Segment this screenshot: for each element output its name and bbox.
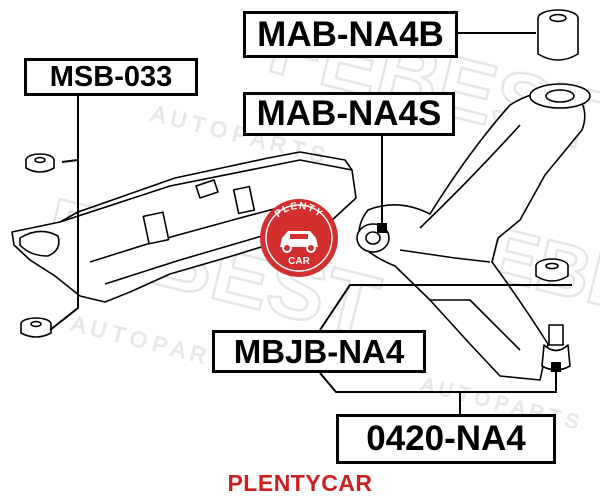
part-label-msb-033[interactable]: MSB-033 (24, 58, 198, 96)
leader-msb-top (61, 159, 79, 163)
plentycar-stamp: PLENTY CAR (260, 199, 338, 277)
leader-msb-bottom (49, 96, 79, 331)
car-icon (280, 231, 318, 253)
part-label-mab-na4s[interactable]: MAB-NA4S (243, 92, 455, 136)
part-label-mab-na4b[interactable]: MAB-NA4B (243, 11, 458, 58)
lower-control-arm (356, 9, 591, 381)
leader-0420 (319, 366, 557, 393)
stamp-bottom-text: CAR (288, 256, 310, 267)
part-label-mbjb-na4[interactable]: MBJB-NA4 (212, 330, 426, 373)
leader-lines (49, 32, 572, 414)
left-bushings (20, 153, 55, 338)
leader-end-markers (377, 223, 561, 372)
footer-brand: PLENTYCAR (227, 470, 373, 496)
leader-mbjb (319, 284, 572, 331)
part-label-0420-na4[interactable]: 0420-NA4 (336, 414, 556, 464)
